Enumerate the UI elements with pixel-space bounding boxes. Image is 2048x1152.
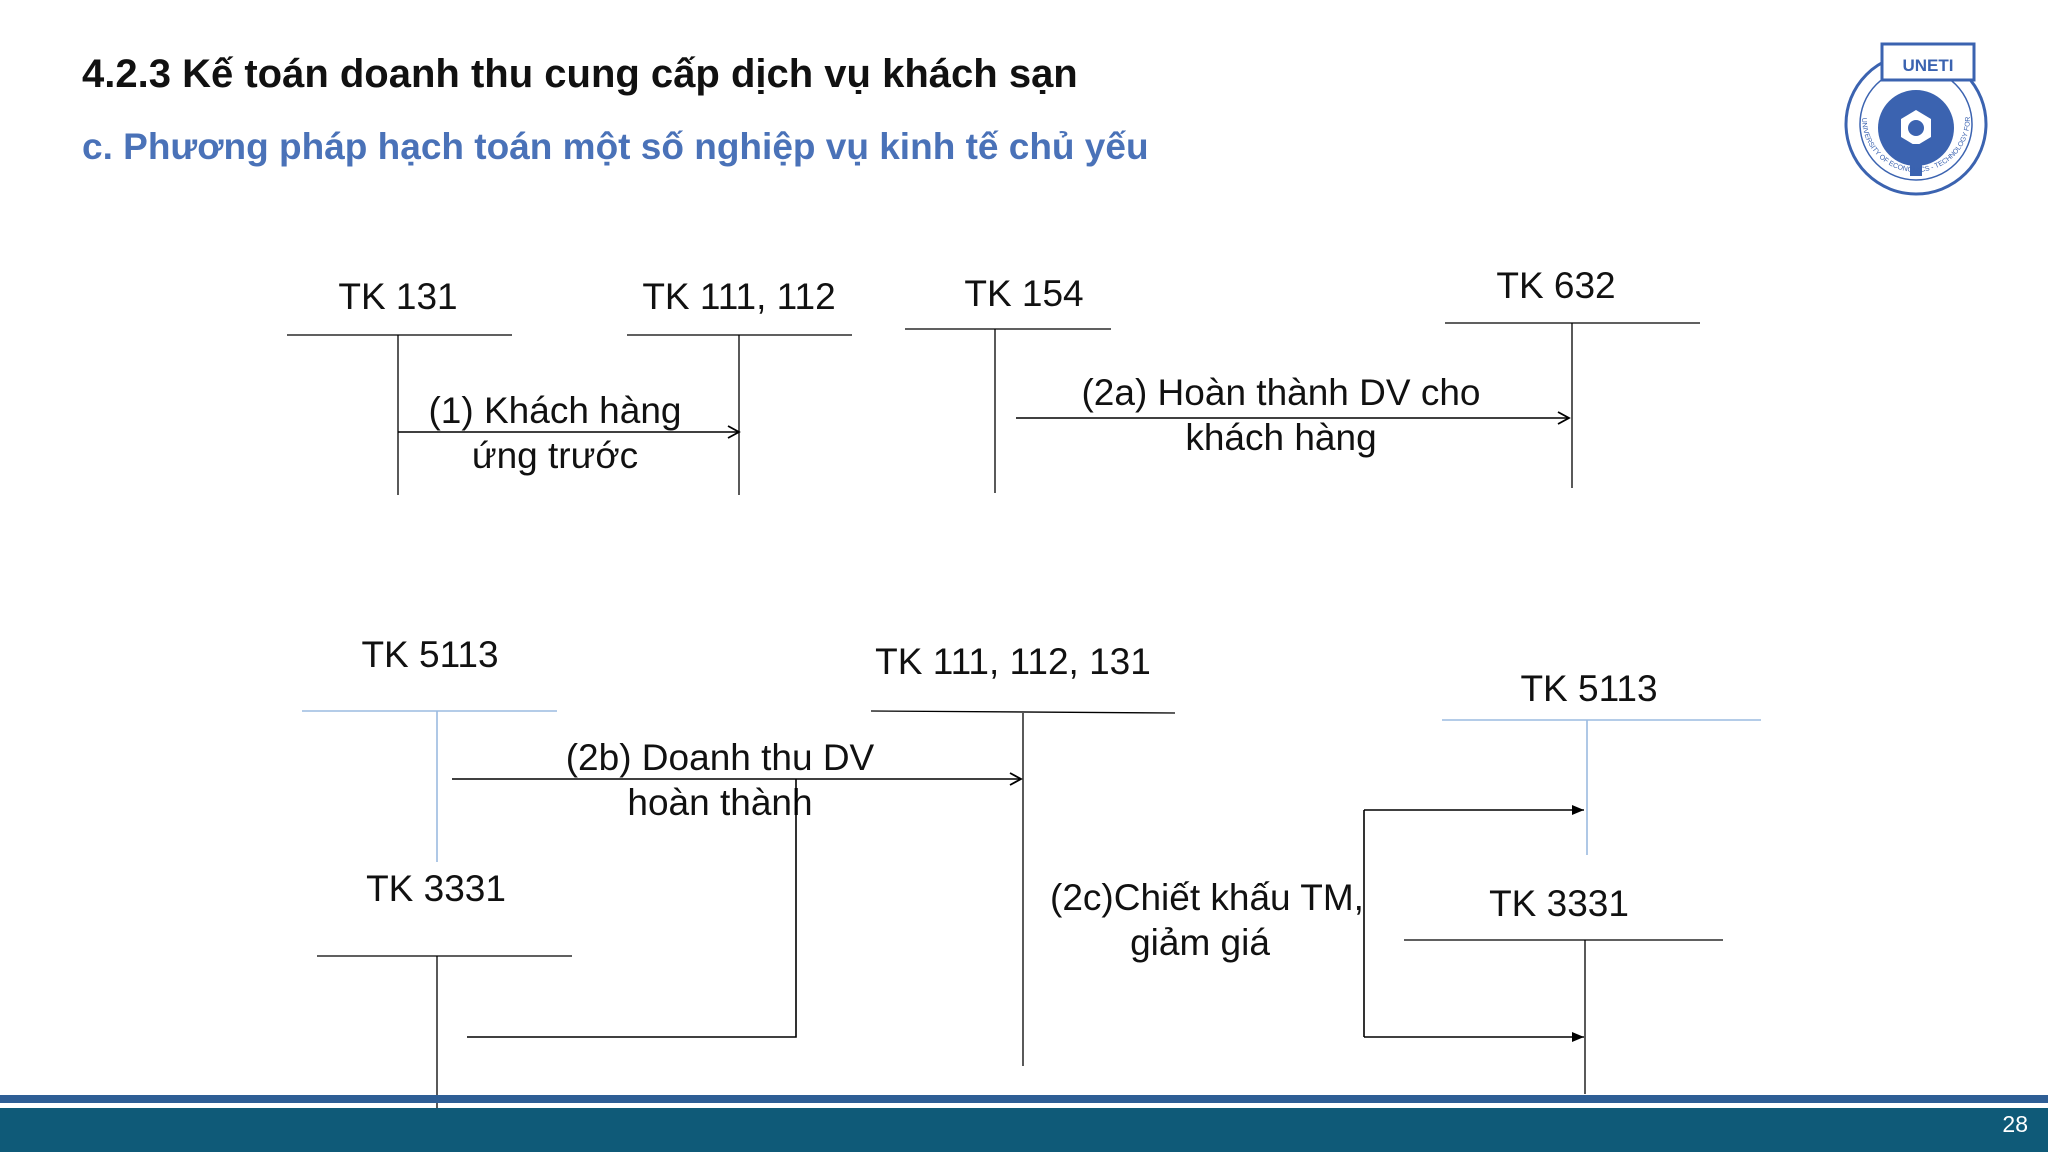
page-subtitle: c. Phương pháp hạch toán một số nghiệp v…: [82, 126, 1149, 167]
flow-3331-connector: [467, 779, 797, 1038]
t-account-5113-right: TK 5113: [1442, 668, 1761, 855]
t-account-111-112: TK 111, 112: [627, 276, 852, 495]
tk-131-label: TK 131: [338, 276, 457, 317]
footer-bar: [0, 1108, 2048, 1152]
t-account-3331-left: TK 3331: [317, 868, 572, 1118]
t-account-111-112-131: TK 111, 112, 131: [870, 641, 1176, 1066]
flow-2b-label-line1: (2b) Doanh thu DV: [566, 737, 875, 778]
t-account-5113-left: TK 5113: [302, 634, 557, 862]
flow-1-label-line2: ứng trước: [472, 435, 638, 476]
flow-2c-label-line1: (2c)Chiết khấu TM,: [1050, 877, 1364, 918]
tk-3331-left-label: TK 3331: [366, 868, 506, 909]
t-account-154: TK 154: [905, 273, 1111, 493]
t-account-632: TK 632: [1445, 265, 1700, 488]
tk-5113-right-label: TK 5113: [1520, 668, 1657, 709]
tk-154-label: TK 154: [964, 273, 1083, 314]
flow-2b-label-line2: hoàn thành: [627, 782, 812, 823]
tk-111-112-131-label: TK 111, 112, 131: [875, 641, 1151, 682]
page-number: 28: [2002, 1111, 2028, 1137]
flow-1-label-line1: (1) Khách hàng: [428, 390, 681, 431]
tk-5113-left-label: TK 5113: [361, 634, 498, 675]
tk-111-112-label: TK 111, 112: [642, 276, 835, 317]
page-title: 4.2.3 Kế toán doanh thu cung cấp dịch vụ…: [82, 52, 1078, 96]
t-account-3331-right: TK 3331: [1404, 883, 1723, 1094]
logo-wordmark: UNETI: [1903, 56, 1954, 75]
footer-stripe: [0, 1095, 2048, 1103]
tk-632-label: TK 632: [1496, 265, 1615, 306]
flow-2a-label-line1: (2a) Hoàn thành DV cho: [1081, 372, 1480, 413]
uneti-logo: UNETI UNIVERSITY OF ECONOMICS - TECHNOLO…: [1840, 40, 1988, 196]
flow-2a-label-line2: khách hàng: [1185, 417, 1376, 458]
t-account-131: TK 131: [287, 276, 512, 495]
flow-2c-label-line2: giảm giá: [1130, 922, 1270, 963]
tk-3331-right-label: TK 3331: [1489, 883, 1629, 924]
